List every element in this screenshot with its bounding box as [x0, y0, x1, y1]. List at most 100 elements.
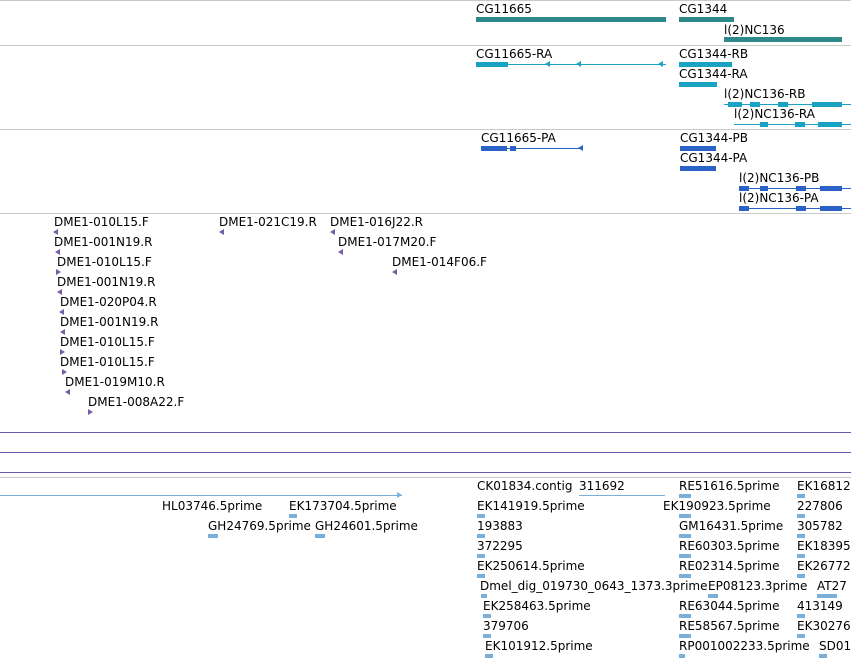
- est-feature[interactable]: [315, 534, 325, 538]
- clone-feature[interactable]: [330, 229, 335, 235]
- est-feature[interactable]: [679, 614, 691, 618]
- protein-feature[interactable]: [820, 186, 842, 191]
- gene-feature[interactable]: [679, 17, 734, 22]
- est-feature[interactable]: [679, 514, 691, 518]
- est-feature[interactable]: [289, 514, 297, 518]
- protein-feature[interactable]: [510, 146, 516, 151]
- est-feature[interactable]: [797, 634, 805, 638]
- est-label: EK18395: [797, 539, 851, 553]
- est-feature[interactable]: [208, 534, 218, 538]
- clone-label: DME1-016J22.R: [330, 215, 424, 229]
- est-feature[interactable]: [708, 594, 718, 598]
- strand-arrow-icon: [576, 61, 581, 67]
- transcript-feature[interactable]: [818, 122, 842, 127]
- protein-feature[interactable]: [481, 146, 507, 151]
- est-label: 372295: [477, 539, 523, 553]
- clone-feature[interactable]: [219, 229, 224, 235]
- est-feature[interactable]: [679, 574, 691, 578]
- clone-feature[interactable]: [62, 369, 67, 375]
- est-feature[interactable]: [797, 514, 805, 518]
- transcript-feature[interactable]: [750, 102, 760, 107]
- clone-feature[interactable]: [57, 289, 62, 295]
- est-feature[interactable]: [817, 594, 837, 598]
- est-feature[interactable]: [797, 554, 805, 558]
- est-feature[interactable]: [679, 534, 691, 538]
- est-feature[interactable]: [483, 634, 491, 638]
- clone-label: DME1-021C19.R: [219, 215, 317, 229]
- transcript-feature[interactable]: [679, 62, 732, 67]
- empty-track-line: [0, 452, 851, 453]
- strand-arrow-icon: [658, 61, 663, 67]
- transcript-feature[interactable]: [728, 102, 742, 107]
- est-label: EK173704.5prime: [289, 499, 397, 513]
- clone-feature[interactable]: [88, 409, 93, 415]
- est-label: 305782: [797, 519, 843, 533]
- est-feature[interactable]: [477, 534, 485, 538]
- gene-feature[interactable]: [724, 37, 842, 42]
- transcript-feature[interactable]: [778, 102, 788, 107]
- est-label: 379706: [483, 619, 529, 633]
- transcript-feature[interactable]: [476, 62, 508, 67]
- clone-feature[interactable]: [53, 229, 58, 235]
- clone-feature[interactable]: [55, 249, 60, 255]
- est-alignment[interactable]: [579, 495, 665, 496]
- protein-feature[interactable]: [680, 166, 716, 171]
- clone-label: DME1-014F06.F: [392, 255, 487, 269]
- clone-label: DME1-010L15.F: [60, 355, 155, 369]
- est-feature[interactable]: [485, 654, 493, 658]
- empty-track-line: [0, 432, 851, 433]
- est-feature[interactable]: [797, 614, 805, 618]
- est-feature[interactable]: [679, 494, 691, 498]
- est-feature[interactable]: [483, 614, 491, 618]
- empty-track-line: [0, 472, 851, 473]
- protein-label: l(2)NC136-PA: [739, 191, 819, 205]
- est-feature[interactable]: [477, 574, 485, 578]
- transcript-feature[interactable]: [795, 122, 805, 127]
- est-feature[interactable]: [679, 634, 691, 638]
- est-label: RE58567.5prime: [679, 619, 780, 633]
- est-label: EK101912.5prime: [485, 639, 593, 653]
- transcript-feature[interactable]: [812, 102, 842, 107]
- clone-feature[interactable]: [59, 309, 64, 315]
- clone-feature[interactable]: [65, 389, 70, 395]
- est-label: 193883: [477, 519, 523, 533]
- est-feature[interactable]: [481, 594, 487, 598]
- protein-feature[interactable]: [796, 206, 806, 211]
- est-label: EK26772: [797, 559, 851, 573]
- est-label: HL03746.5prime: [162, 499, 263, 513]
- est-alignment[interactable]: [0, 495, 402, 496]
- est-label: EP08123.3prime: [708, 579, 808, 593]
- est-feature[interactable]: [679, 654, 685, 658]
- protein-label: CG11665-PA: [481, 131, 556, 145]
- protein-feature[interactable]: [796, 186, 806, 191]
- protein-intron: [739, 208, 851, 209]
- clone-feature[interactable]: [392, 269, 397, 275]
- protein-intron: [481, 148, 583, 149]
- est-label: CK01834.contig: [477, 479, 573, 493]
- protein-feature[interactable]: [760, 186, 768, 191]
- clone-feature[interactable]: [338, 249, 343, 255]
- transcript-feature[interactable]: [760, 122, 768, 127]
- protein-feature[interactable]: [739, 186, 749, 191]
- est-feature[interactable]: [477, 514, 485, 518]
- est-feature[interactable]: [797, 534, 805, 538]
- est-feature[interactable]: [477, 554, 485, 558]
- est-label: GM16431.5prime: [679, 519, 784, 533]
- transcript-intron: [476, 64, 666, 65]
- est-label: Dmel_dig_019730_0643_1373.3prime: [480, 579, 708, 593]
- protein-label: CG1344-PA: [680, 151, 748, 165]
- clone-feature[interactable]: [56, 269, 61, 275]
- transcript-feature[interactable]: [679, 82, 717, 87]
- est-feature[interactable]: [819, 654, 827, 658]
- clone-feature[interactable]: [60, 349, 65, 355]
- est-feature[interactable]: [797, 494, 805, 498]
- protein-feature[interactable]: [739, 206, 749, 211]
- gene-feature[interactable]: [476, 17, 666, 22]
- est-feature[interactable]: [797, 574, 805, 578]
- clone-feature[interactable]: [60, 329, 65, 335]
- est-label: 413149: [797, 599, 843, 613]
- track-divider: [0, 129, 851, 130]
- est-feature[interactable]: [679, 554, 691, 558]
- protein-feature[interactable]: [820, 206, 842, 211]
- protein-feature[interactable]: [680, 146, 716, 151]
